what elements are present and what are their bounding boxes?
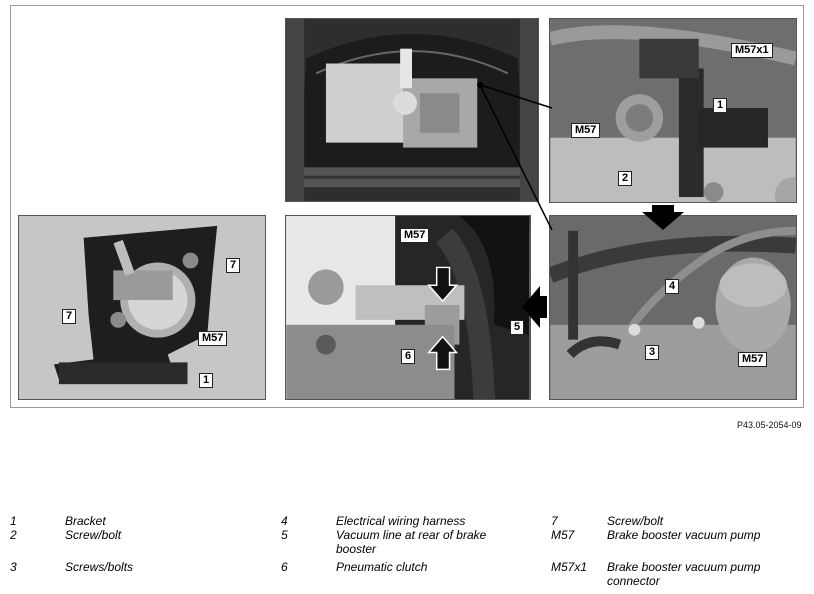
legend-number: 7 [551,514,558,528]
legend-number: M57x1 [551,560,588,574]
callout-m57-center: M57 [400,228,430,243]
callout-6: 6 [401,349,416,364]
callout-1-left: 1 [199,373,214,388]
legend-description: Brake booster vacuum pump connector [607,560,761,588]
engine-bay-photo [285,18,539,202]
wiring-harness-photo [549,215,797,400]
legend-number: 1 [10,514,17,528]
callout-m57-left: M57 [198,331,228,346]
callout-m57-top: M57 [571,123,601,138]
legend-description: Screw/bolt [607,514,664,528]
callout-7-right: 7 [226,258,241,273]
pneumatic-clutch-photo [285,215,531,400]
legend-number: 3 [10,560,17,574]
legend-number: M57 [551,528,575,542]
legend-description: Screws/bolts [65,560,134,574]
legend-number: 5 [281,528,288,542]
legend-description: Electrical wiring harness [336,514,466,528]
legend-number: 2 [10,528,17,542]
callout-7-left: 7 [62,309,77,324]
callout-2: 2 [618,171,633,186]
callout-3: 3 [645,345,660,360]
legend-description: Screw/bolt [65,528,122,542]
legend-number: 4 [281,514,288,528]
pump-bracket-photo [18,215,266,400]
callout-m57x1: M57x1 [731,43,773,58]
legend-description: Bracket [65,514,106,528]
legend-number: 6 [281,560,288,574]
callout-1-top: 1 [713,98,728,113]
pump-closeup-photo [549,18,797,203]
callout-m57-right: M57 [738,352,768,367]
callout-5: 5 [510,320,525,335]
legend-description: Vacuum line at rear of brake booster [336,528,487,556]
legend-description: Brake booster vacuum pump [607,528,761,542]
legend-description: Pneumatic clutch [336,560,428,574]
callout-4: 4 [665,279,680,294]
figure-reference: P43.05-2054-09 [737,420,802,430]
